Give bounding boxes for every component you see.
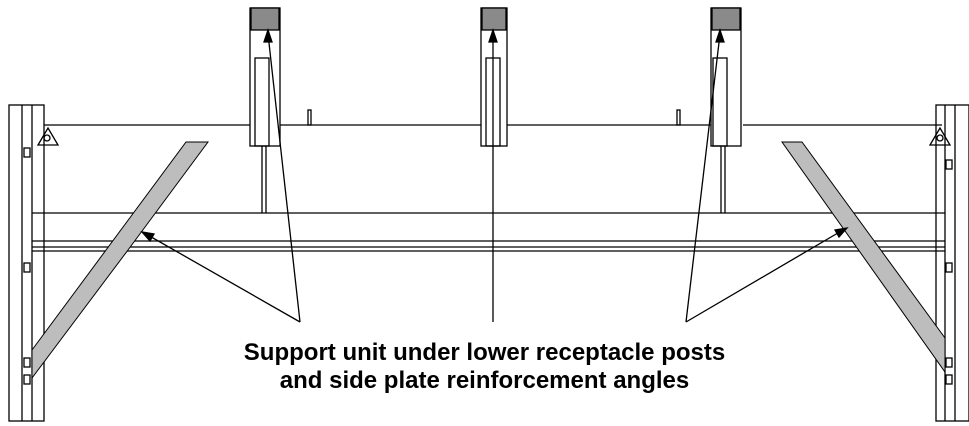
reinforcement-angle-right bbox=[781, 141, 946, 374]
cross-beam bbox=[32, 240, 945, 252]
side-plate bbox=[32, 124, 945, 214]
receptacle-post-center bbox=[480, 7, 508, 147]
plate-tab bbox=[307, 109, 681, 126]
caption-line-1: Support unit under lower receptacle post… bbox=[243, 339, 726, 366]
reinforcement-angle-left bbox=[31, 141, 209, 380]
receptacle-post-left bbox=[249, 7, 281, 213]
leader-arrows bbox=[140, 27, 849, 323]
receptacle-post-right bbox=[710, 7, 742, 213]
caption-line-2: and side plate reinforcement angles bbox=[279, 367, 690, 394]
right-end-column bbox=[928, 104, 969, 422]
